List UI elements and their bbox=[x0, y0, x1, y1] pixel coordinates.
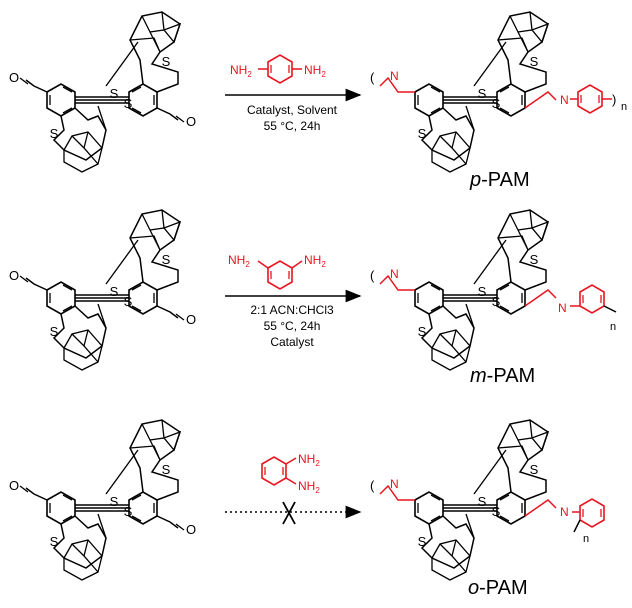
product-name: o-PAM bbox=[468, 577, 528, 599]
condition-line: 55 °C, 24h bbox=[264, 319, 321, 333]
amine-label: NH2 bbox=[304, 63, 326, 79]
condition-line: Catalyst, Solvent bbox=[247, 103, 338, 117]
imine-nitrogen: N bbox=[390, 69, 399, 83]
imine-nitrogen: N bbox=[390, 267, 399, 281]
imine-nitrogen: N bbox=[558, 301, 567, 315]
reaction-meta: NH2 NH2 2:1 ACN:CHCl3 55 °C, 24h Catalys… bbox=[8, 209, 617, 387]
dialdehyde-monomer bbox=[8, 11, 197, 173]
amine-label: NH2 bbox=[230, 63, 252, 79]
condition-line: 55 °C, 24h bbox=[264, 119, 321, 133]
reaction-ortho: NH2 NH2 ( N N n o-PAM bbox=[8, 419, 605, 599]
repeat-bracket: ( bbox=[370, 268, 375, 283]
imine-nitrogen: N bbox=[560, 93, 569, 107]
imine-nitrogen: N bbox=[390, 477, 399, 491]
o-pam-product: ( N N n o-PAM bbox=[370, 419, 605, 599]
condition-line: Catalyst bbox=[270, 335, 314, 349]
repeat-bracket: ( bbox=[370, 70, 375, 85]
p-pam-product: ( N N ) n p-PAM bbox=[370, 11, 627, 191]
amine-label: NH2 bbox=[228, 253, 250, 269]
product-name: m-PAM bbox=[470, 365, 535, 387]
repeat-index: n bbox=[583, 533, 589, 545]
o-phenylenediamine: NH2 NH2 bbox=[261, 452, 320, 495]
dialdehyde-monomer bbox=[8, 419, 197, 581]
amine-label: NH2 bbox=[298, 452, 320, 468]
repeat-index: n bbox=[610, 321, 616, 333]
reaction-para: NH2 NH2 Catalyst, Solvent 55 °C, 24h ( N… bbox=[8, 11, 627, 191]
dialdehyde-monomer bbox=[8, 209, 197, 371]
product-name: p-PAM bbox=[469, 169, 530, 191]
amine-label: NH2 bbox=[298, 479, 320, 495]
repeat-bracket: ( bbox=[370, 478, 375, 493]
imine-nitrogen: N bbox=[560, 505, 569, 519]
blocked-cross-icon bbox=[282, 501, 296, 525]
p-phenylenediamine: NH2 NH2 bbox=[230, 54, 326, 84]
repeat-bracket: ) bbox=[612, 92, 616, 107]
repeat-index: n bbox=[621, 101, 627, 113]
condition-line: 2:1 ACN:CHCl3 bbox=[250, 303, 334, 317]
m-phenylenediamine: NH2 NH2 bbox=[228, 253, 326, 290]
amine-label: NH2 bbox=[304, 253, 326, 269]
m-pam-product: ( N N n m-PAM bbox=[370, 209, 617, 387]
